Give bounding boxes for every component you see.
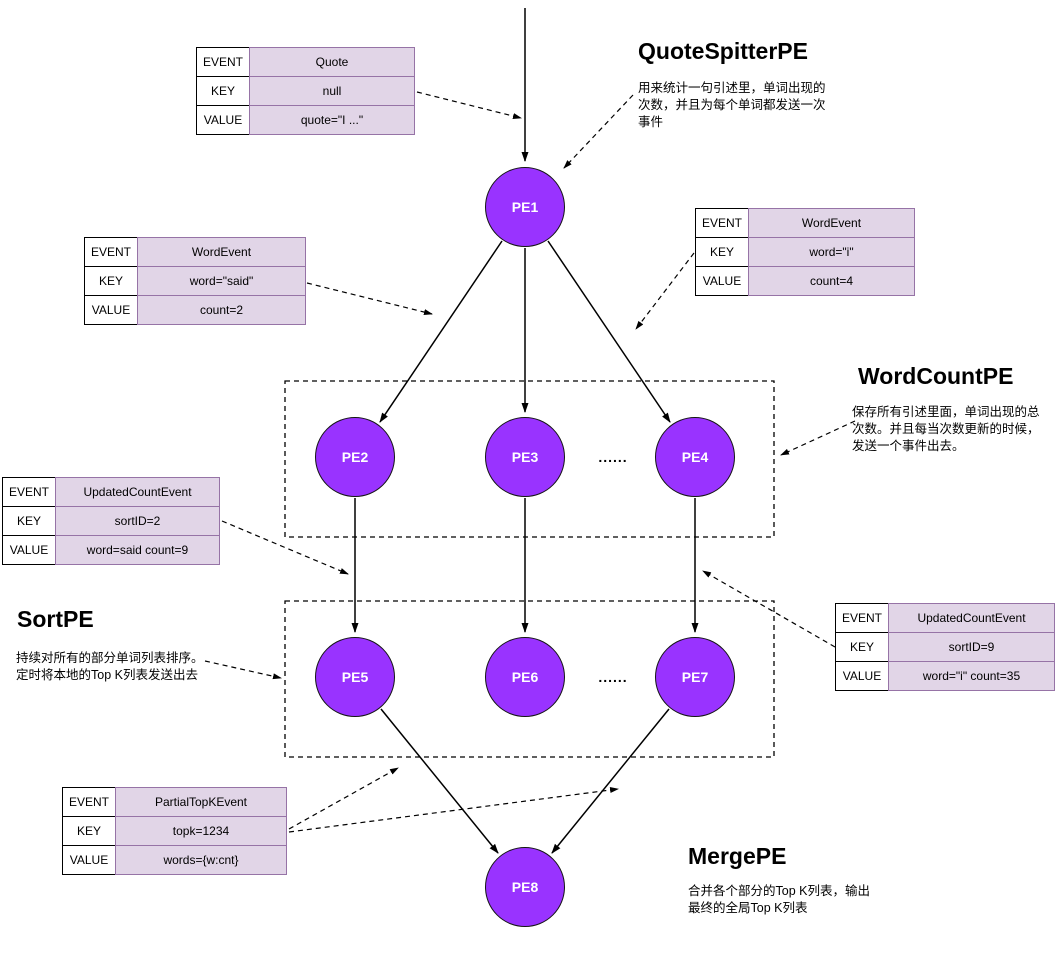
node-pe8: PE8 [485,847,565,927]
event-table-row-value: word="i" [748,237,915,267]
node-pe4: PE4 [655,417,735,497]
node-pe5: PE5 [315,637,395,717]
event-table-row-label: EVENT [62,787,116,817]
pointer-partialtopk-left [288,767,399,830]
desc-mergepe: 合并各个部分的Top K列表，输出 最终的全局Top K列表 [688,884,870,915]
node-pe7: PE7 [655,637,735,717]
event-table-row-value: count=2 [137,295,306,325]
event-table-row-value: topk=1234 [115,816,287,846]
event-table-row-value: Quote [249,47,415,77]
event-table-row-value: WordEvent [137,237,306,267]
event-table-updatedcount-i: EVENT UpdatedCountEvent KEY sortID=9 VAL… [835,603,1055,691]
ellipsis-wordcount: ...... [598,449,628,465]
node-pe3: PE3 [485,417,565,497]
event-table-row-value: words={w:cnt} [115,845,287,875]
event-table-row-value: sortID=2 [55,506,220,536]
event-table-row-value: sortID=9 [888,632,1055,662]
event-table-updatedcount-said: EVENT UpdatedCountEvent KEY sortID=2 VAL… [2,477,220,565]
event-table-row-value: quote="I ..." [249,105,415,135]
event-table-wordevent-said: EVENT WordEvent KEY word="said" VALUE co… [84,237,306,325]
node-pe2: PE2 [315,417,395,497]
edge-pe1-pe2 [379,240,503,423]
title-quotespitterpe: QuoteSpitterPE [638,38,808,64]
event-table-row-label: EVENT [2,477,56,507]
pointer-updatedcount-said [221,520,349,575]
event-table-row-label: EVENT [695,208,749,238]
event-table-partialtopk: EVENT PartialTopKEvent KEY topk=1234 VAL… [62,787,287,875]
title-mergepe: MergePE [688,843,787,869]
edge-pe1-pe4 [547,240,671,423]
event-table-row-label: VALUE [695,266,749,296]
node-pe1: PE1 [485,167,565,247]
pointer-quotespitter-pe1 [563,94,634,169]
event-table-row-value: count=4 [748,266,915,296]
wordcount-group-box [284,380,775,538]
event-table-quote: EVENT Quote KEY null VALUE quote="I ..." [196,47,415,135]
pointer-partialtopk-right [288,787,619,833]
pointer-wordevent-i [635,252,695,330]
title-sortpe: SortPE [17,606,94,632]
edge-pe7-pe8 [551,708,670,854]
event-table-wordevent-i: EVENT WordEvent KEY word="i" VALUE count… [695,208,915,296]
event-table-row-label: VALUE [84,295,138,325]
event-table-row-value: word=said count=9 [55,535,220,565]
event-table-row-label: VALUE [62,845,116,875]
node-pe6: PE6 [485,637,565,717]
event-table-row-label: VALUE [196,105,250,135]
pointer-quote-table [416,91,522,119]
pointer-wordcount-box [780,420,856,456]
event-table-row-value: PartialTopKEvent [115,787,287,817]
pointer-updatedcount-i [702,570,836,648]
event-table-row-label: VALUE [2,535,56,565]
event-table-row-label: KEY [2,506,56,536]
desc-sortpe: 持续对所有的部分单词列表排序。 定时将本地的Top K列表发送出去 [16,651,204,682]
event-table-row-label: KEY [84,266,138,296]
title-wordcountpe: WordCountPE [858,363,1014,389]
event-table-row-label: KEY [196,76,250,106]
event-table-row-value: WordEvent [748,208,915,238]
event-table-row-label: EVENT [196,47,250,77]
event-table-row-value: null [249,76,415,106]
event-table-row-value: UpdatedCountEvent [888,603,1055,633]
event-table-row-label: KEY [695,237,749,267]
event-table-row-label: EVENT [84,237,138,267]
event-table-row-value: word="said" [137,266,306,296]
event-table-row-label: EVENT [835,603,889,633]
ellipsis-sort: ...... [598,669,628,685]
desc-wordcountpe: 保存所有引述里面，单词出现的总 次数。并且每当次数更新的时候， 发送一个事件出去… [852,405,1040,453]
edge-pe5-pe8 [380,708,499,854]
event-table-row-value: UpdatedCountEvent [55,477,220,507]
event-table-row-label: KEY [62,816,116,846]
event-table-row-label: VALUE [835,661,889,691]
sort-group-box [284,600,775,758]
pointer-sort-box [204,660,282,680]
desc-quotespitterpe: 用来统计一句引述里，单词出现的 次数，并且为每个单词都发送一次 事件 [638,81,826,129]
pointer-wordevent-said [306,282,433,315]
event-table-row-value: word="i" count=35 [888,661,1055,691]
event-table-row-label: KEY [835,632,889,662]
